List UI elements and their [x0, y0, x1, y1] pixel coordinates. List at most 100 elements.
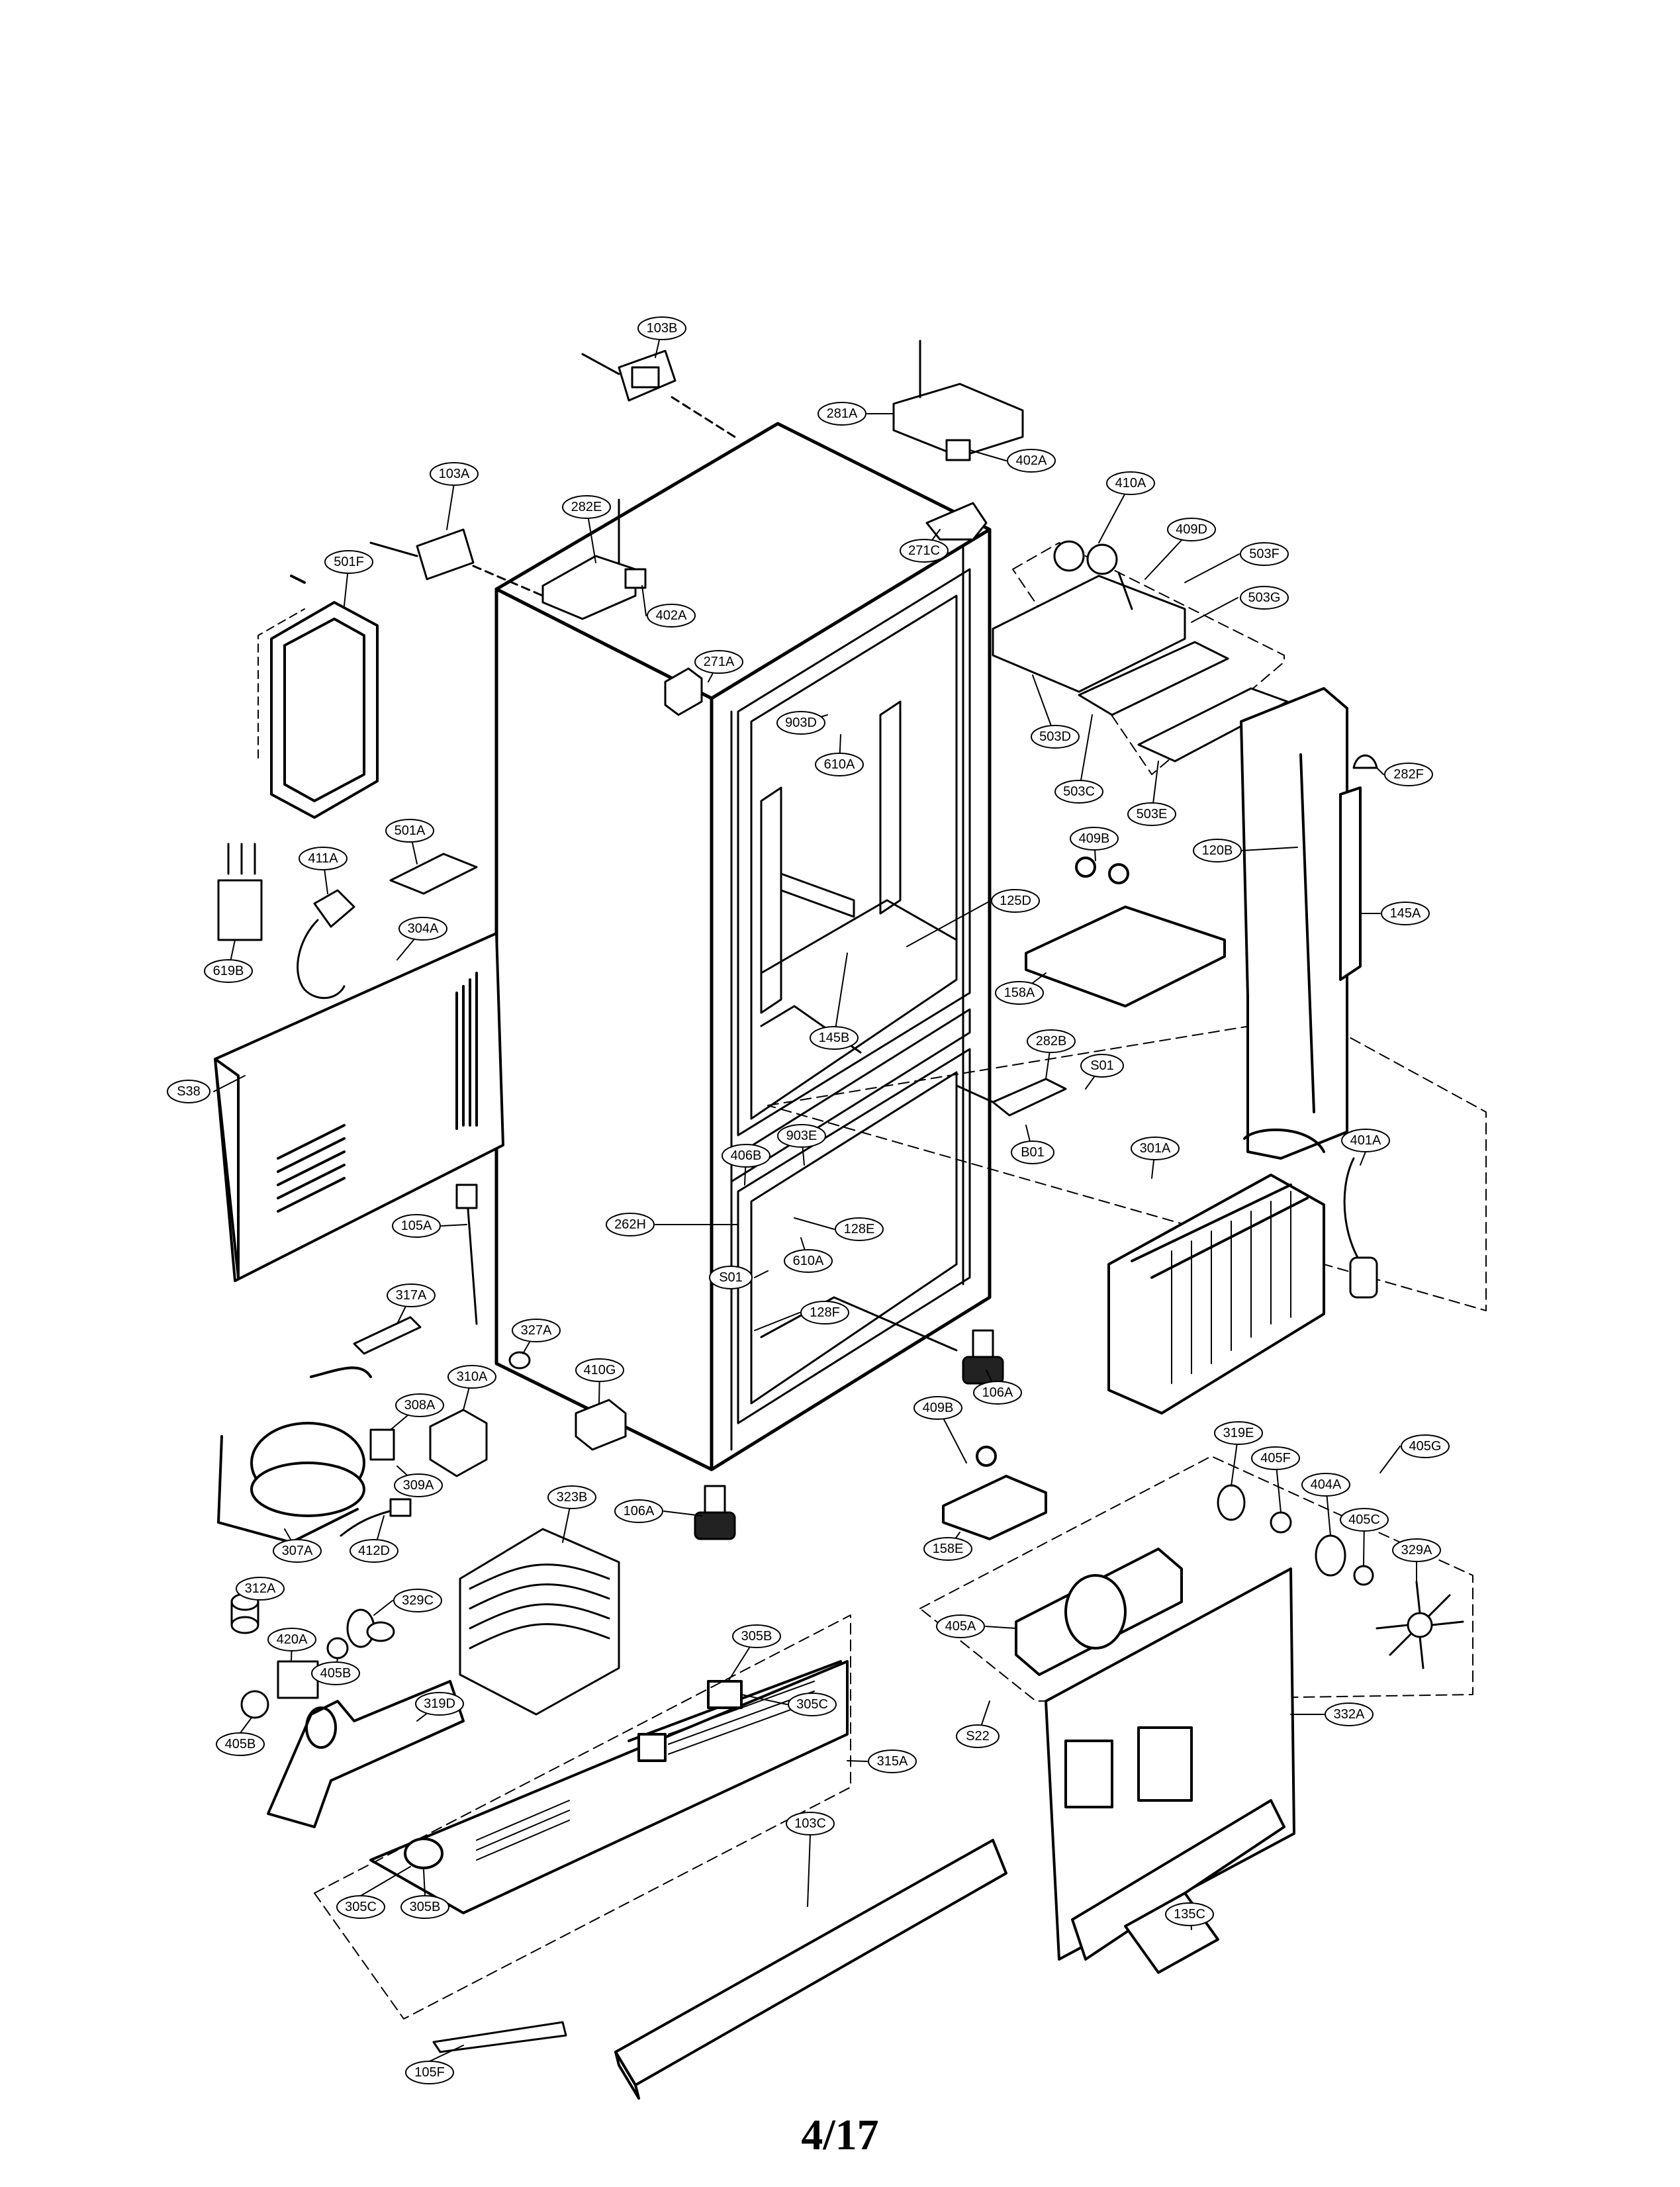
part-label: 401A — [1350, 1133, 1381, 1148]
part-503C-board — [1078, 641, 1229, 716]
part-label: 329C — [402, 1593, 434, 1608]
part-label: S01 — [1090, 1058, 1114, 1073]
part-label: 405B — [320, 1666, 351, 1681]
part-label: 319E — [1223, 1426, 1254, 1440]
part-label: 309A — [403, 1478, 434, 1493]
part-label: 410G — [584, 1363, 616, 1377]
part-label: 503D — [1039, 729, 1071, 744]
part-label: 903D — [785, 716, 817, 730]
part-label: 103A — [439, 467, 470, 481]
part-319D-tray — [267, 1680, 465, 1828]
part-label: 158A — [1004, 986, 1035, 1000]
part-401A-heater — [1343, 1157, 1378, 1299]
part-label: 409B — [1079, 831, 1110, 846]
part-label: 315A — [877, 1754, 908, 1769]
part-323B-coil — [459, 1528, 620, 1716]
part-329C-fan — [346, 1608, 395, 1648]
part-label: 501A — [395, 823, 426, 838]
part-404A-motor — [1315, 1534, 1346, 1577]
part-619B — [217, 843, 263, 941]
part-label: 323B — [557, 1490, 588, 1505]
part-317A — [353, 1316, 422, 1355]
part-282B-bracket — [955, 1078, 1067, 1117]
part-405B-upper — [326, 1637, 349, 1659]
part-label: 305C — [796, 1697, 828, 1712]
part-label: 158E — [933, 1542, 964, 1556]
part-label: 405C — [1348, 1512, 1380, 1527]
part-label: 329A — [1401, 1543, 1432, 1558]
part-103C-skirt — [614, 1839, 1007, 2100]
part-411A-cord — [297, 889, 355, 1000]
part-label: 106A — [982, 1385, 1013, 1400]
part-label: 120B — [1202, 843, 1233, 858]
part-label: 301A — [1140, 1141, 1171, 1156]
part-label: 405A — [945, 1619, 976, 1634]
part-label: 409B — [923, 1401, 954, 1415]
part-label: 610A — [824, 757, 855, 772]
part-410G — [575, 1399, 627, 1451]
part-319E — [1217, 1484, 1246, 1521]
part-405C — [1353, 1565, 1374, 1586]
part-label: 503C — [1063, 784, 1095, 799]
part-label: 402A — [1016, 453, 1047, 468]
part-405A-shroud — [1015, 1548, 1183, 1676]
part-label: S38 — [177, 1084, 201, 1099]
part-label: 409D — [1176, 522, 1207, 537]
part-label: 619B — [213, 964, 244, 978]
part-label: 305B — [741, 1629, 772, 1644]
part-409D-lamp-housing — [992, 540, 1186, 693]
part-label: 106A — [624, 1504, 655, 1518]
part-label: 128E — [844, 1222, 875, 1236]
part-405F — [1270, 1511, 1292, 1534]
part-label: 281A — [827, 406, 858, 421]
part-label: 304A — [408, 921, 439, 936]
part-158A-shelf — [1025, 857, 1226, 1007]
part-label: 307A — [282, 1544, 313, 1558]
part-compressor — [217, 1366, 372, 1544]
part-label: 305B — [410, 1900, 441, 1914]
part-label: 405B — [225, 1737, 256, 1751]
part-label: 411A — [308, 851, 338, 866]
part-420A-motor — [277, 1660, 319, 1699]
part-label: 282B — [1036, 1034, 1067, 1048]
part-329A-fan-blade — [1376, 1581, 1464, 1669]
part-label: 503F — [1249, 547, 1280, 561]
part-308A — [369, 1428, 395, 1461]
part-label: S22 — [966, 1729, 990, 1744]
evaporator-fins — [1171, 1191, 1291, 1384]
part-label: 308A — [404, 1398, 436, 1413]
part-label: 312A — [245, 1581, 276, 1596]
part-label: 420A — [277, 1632, 308, 1647]
part-label: 125D — [1000, 894, 1031, 908]
part-label: 262H — [614, 1217, 646, 1232]
part-label: 406B — [731, 1148, 762, 1163]
part-label: 128F — [810, 1305, 840, 1320]
part-158E-shelf — [942, 1446, 1047, 1540]
part-label: 135C — [1174, 1907, 1205, 1922]
part-label: 310A — [457, 1370, 488, 1384]
part-label: 405G — [1409, 1439, 1442, 1454]
part-label: 610A — [793, 1254, 824, 1268]
part-label: 105A — [401, 1219, 432, 1233]
part-label: 410A — [1115, 476, 1146, 490]
part-105F — [432, 2021, 567, 2053]
leveling-feet — [694, 1329, 1004, 1540]
part-412D — [340, 1498, 412, 1537]
part-105A-tube — [455, 1184, 478, 1325]
part-label: 501F — [334, 555, 364, 569]
label-bubbles — [167, 316, 1450, 2084]
part-label: 282E — [571, 500, 602, 514]
part-label: 282F — [1393, 767, 1424, 782]
part-label: 145B — [819, 1031, 850, 1045]
part-label: 405F — [1260, 1451, 1291, 1466]
part-label: 402A — [656, 608, 687, 623]
part-label: 271A — [704, 655, 735, 669]
part-282F — [1352, 754, 1378, 769]
part-103B — [581, 349, 736, 438]
part-405B-lower — [240, 1690, 269, 1719]
part-label: 317A — [396, 1288, 427, 1303]
part-label: 412D — [358, 1544, 390, 1558]
part-120B-duct — [1240, 687, 1362, 1160]
part-label: 271C — [908, 543, 940, 558]
